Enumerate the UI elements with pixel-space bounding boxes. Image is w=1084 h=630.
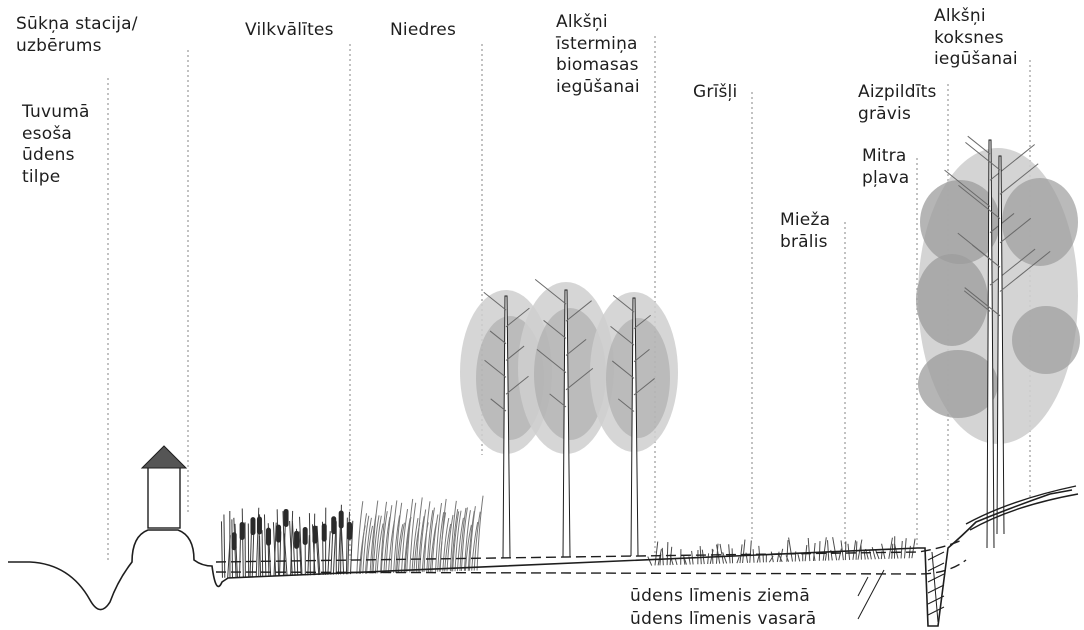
cattail-stem-18 [264, 514, 265, 576]
label-alder-short-rotation: Alkšņi īstermiņa biomasas iegūšanai [556, 12, 640, 98]
sedge-tuft-44 [789, 538, 793, 562]
ditch-hatch-6 [928, 607, 944, 615]
sedge-tuft-46 [798, 553, 800, 561]
cattail-stem-23 [277, 509, 278, 576]
cattail-head-4 [257, 516, 262, 534]
sedge-tuft-58 [839, 549, 842, 561]
cattail-head-11 [322, 524, 327, 542]
cattail-head-2 [240, 522, 245, 540]
pump-house-body [148, 466, 180, 528]
reed-stem-10 [375, 516, 381, 574]
sedge-tuft-49 [808, 538, 810, 561]
cattail-head-6 [276, 525, 281, 543]
ditch-hatch-1 [928, 552, 944, 560]
cattail-stem-49 [341, 521, 344, 574]
sedge-tuft-57 [833, 537, 837, 560]
sedge-tuft-27 [737, 557, 739, 563]
sedge-tuft-52 [819, 541, 820, 561]
sedge-tuft-70 [876, 550, 879, 559]
leader-winter [858, 577, 868, 596]
sedge-tuft-18 [708, 553, 709, 564]
cattail-head-7 [284, 509, 289, 527]
cattail-head-12 [331, 516, 336, 534]
cattail-stem-16 [260, 536, 261, 577]
sedge-tuft-1 [648, 557, 652, 566]
cattail-stem-51 [348, 512, 350, 575]
cattail-stem-43 [328, 531, 330, 575]
label-pump-station: Sūkņa stacija/ uzbērums [16, 14, 138, 57]
sedge-tuft-25 [729, 544, 730, 563]
label-filled-ditch: Aizpildīts grāvis [858, 82, 937, 125]
label-swamp: Mieža brālis [780, 210, 830, 253]
cattail-head-1 [232, 532, 237, 550]
timber-alder-canopy-band-4 [1012, 306, 1080, 374]
sedge-tuft-61 [848, 544, 850, 560]
label-cattail: Vilkvālītes [245, 20, 334, 42]
cattail-head-9 [303, 527, 308, 545]
sedge-tuft-55 [828, 540, 829, 560]
cattail-head-3 [250, 517, 255, 535]
sedge-tuft-28 [740, 544, 742, 563]
sedge-tuft-77 [901, 541, 902, 558]
cattail-head-10 [312, 526, 317, 544]
sedge-tuft-68 [870, 550, 872, 559]
cattail-head-5 [266, 528, 271, 546]
cattail-head-14 [347, 522, 352, 540]
label-alder-timber: Alkšņi koksnes iegūšanai [934, 6, 1018, 71]
label-water-level-summer: ūdens līmenis vasarā [630, 609, 816, 629]
timber-alder-canopy-band-3 [916, 254, 988, 346]
label-reeds: Niedres [390, 20, 456, 42]
sedge-tuft-2 [655, 542, 658, 566]
sedge-tuft-6 [667, 542, 668, 565]
reed-stem-58 [477, 496, 483, 571]
cattail-head-8 [294, 531, 299, 549]
timber-alder-left-branch-1 [968, 136, 990, 154]
cattail-stem-13 [252, 529, 254, 577]
cattail-stem-2 [224, 515, 225, 578]
label-water-level-winter: ūdens līmenis ziemā [630, 586, 810, 606]
cattail-stem-35 [308, 535, 310, 575]
label-nearby-water-body: Tuvumā esoša ūdens tilpe [22, 102, 90, 188]
label-wet-meadow: Mitra pļava [862, 146, 909, 189]
ditch-hatch-2 [928, 563, 944, 571]
cattail-head-13 [339, 510, 344, 528]
sedge-tuft-31 [750, 540, 752, 562]
sedge-tuft-74 [892, 544, 893, 559]
cattail-stem-30 [292, 521, 295, 576]
timber-alder-canopy-band-5 [918, 350, 998, 418]
cattail-stem-36 [309, 513, 310, 575]
cattail-stem-17 [262, 530, 263, 576]
sedge-tuft-39 [777, 552, 779, 562]
short-alder-canopy-inner-3 [606, 318, 670, 438]
sedge-tuft-69 [872, 547, 875, 559]
timber-alder-canopy-band-2 [1002, 178, 1078, 266]
cattail-stem-9 [242, 509, 243, 578]
tree-canopies [460, 148, 1080, 454]
cattail-stem-12 [250, 530, 251, 577]
sedge-tuft-5 [662, 548, 663, 565]
sedge-tuft-29 [743, 540, 745, 563]
pump-house-roof [142, 446, 186, 468]
label-sedge: Grīšļi [693, 82, 737, 104]
cattail-stem-1 [221, 521, 222, 577]
leader-summer [858, 570, 884, 619]
ditch-hatch-3 [928, 574, 944, 582]
